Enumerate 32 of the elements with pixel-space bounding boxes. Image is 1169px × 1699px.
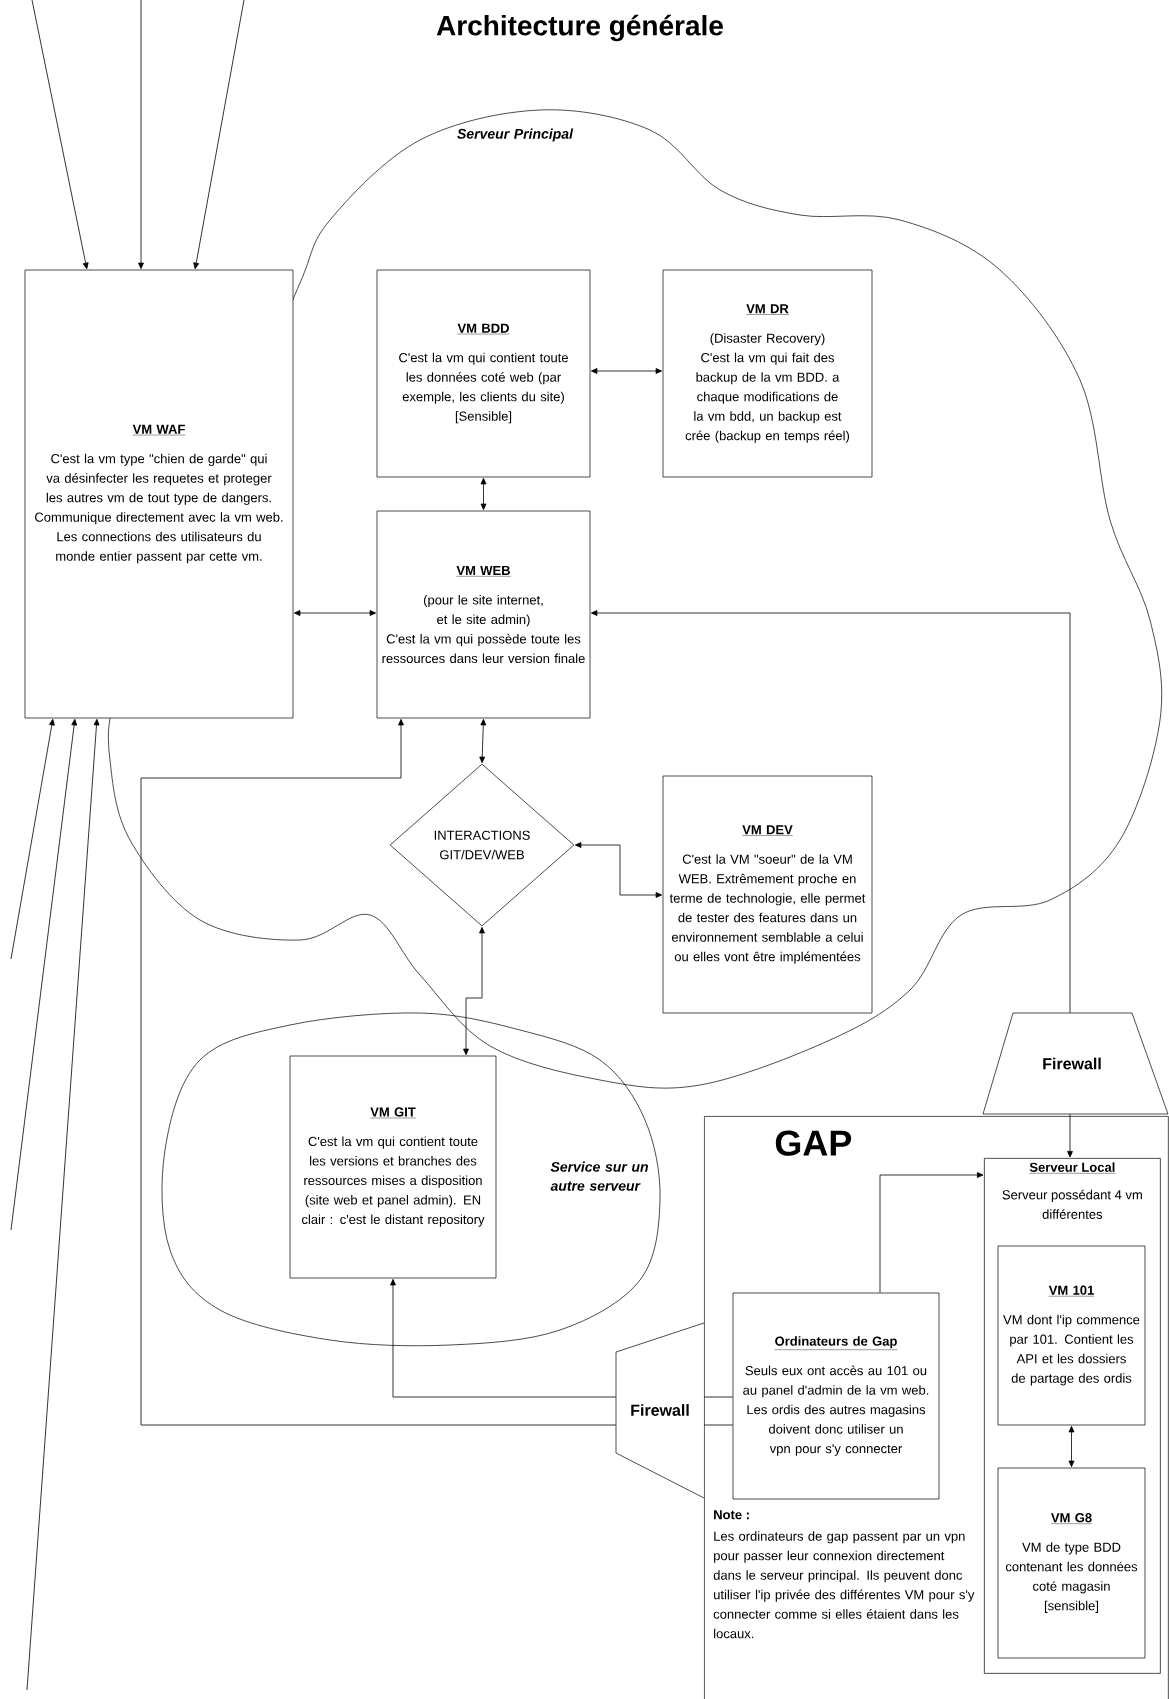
arrow [193, 0, 245, 270]
firewall: Firewall [982, 1012, 1169, 1115]
arrow [10, 718, 55, 960]
computers-box: Ordinateurs de Gap Seuls eux ont accès au 101 ou au panel d'admin de la vm web. Les ordis des autres magasins doivent donc utiliser un vpn pour s'y connecter [732, 1292, 940, 1500]
arrow [390, 1278, 617, 1398]
arrow [140, 718, 617, 1426]
arrow [879, 1172, 984, 1294]
arrow [463, 927, 485, 1056]
vm-box: VM WAF C'est la vm type "chien de garde" qui va désinfecter les requetes et proteger les autres vm de tout type de dangers. Communique directement avec la vm web. Les connections des utilisateurs du monde entier passent par cette vm. [24, 269, 294, 719]
vm-box: VM 101 VM dont l'ip commence par 101. Contient les API et les dossiers de partage des ordis [997, 1245, 1146, 1426]
arrow [10, 718, 78, 1231]
arrow [293, 610, 377, 616]
vm-box: VM DEV C'est la VM "soeur" de la VM WEB. Extrêmement proche en terme de technologie, elle permet de tester des features dans un environnement semblable a celui ou elles vont être implémentées [662, 775, 873, 1014]
arrow [1067, 1113, 1073, 1158]
arrow [479, 718, 487, 764]
arrow [590, 610, 1071, 1014]
arrow [574, 842, 663, 898]
vm-box: VM GIT C'est la vm qui contient toute les versions et branches des ressources mises a disposition (site web et panel admin). EN clair : c'est le distant repository [289, 1055, 497, 1279]
vm-box: VM DR (Disaster Recovery) C'est la vm qui fait des backup de la vm BDD. a chaque modifications de la vm bdd, un backup est crée (backup en temps réel) [662, 269, 873, 478]
arrow [480, 477, 487, 511]
vm-box: VM WEB (pour le site internet, et le site admin) C'est la vm qui possède toute les ressources dans leur version finale [376, 510, 591, 719]
arrow [1068, 1425, 1075, 1468]
title: Architecture générale [436, 14, 723, 42]
note-text: Les ordinateurs de gap passent par un vpn pour passer leur connexion directement dans le serveur principal. Ils peuvent donc utiliser l'ip privée des différentes VM pour s'y connecter comme si elles étaient dans les locaux. [713, 1531, 975, 1639]
arrow [26, 718, 100, 1691]
vm-box: VM BDD C'est la vm qui contient toute les données coté web (par exemple, les clients du site) [Sensible] [376, 269, 591, 478]
vm-box: VM G8 VM de type BDD contenant les données coté magasin [sensible] [997, 1467, 1146, 1659]
firewall: Firewall [615, 1322, 705, 1499]
arrow [590, 368, 663, 374]
arrow [31, 0, 89, 270]
arrow [138, 0, 144, 270]
note-heading: Note : [714, 1510, 749, 1520]
